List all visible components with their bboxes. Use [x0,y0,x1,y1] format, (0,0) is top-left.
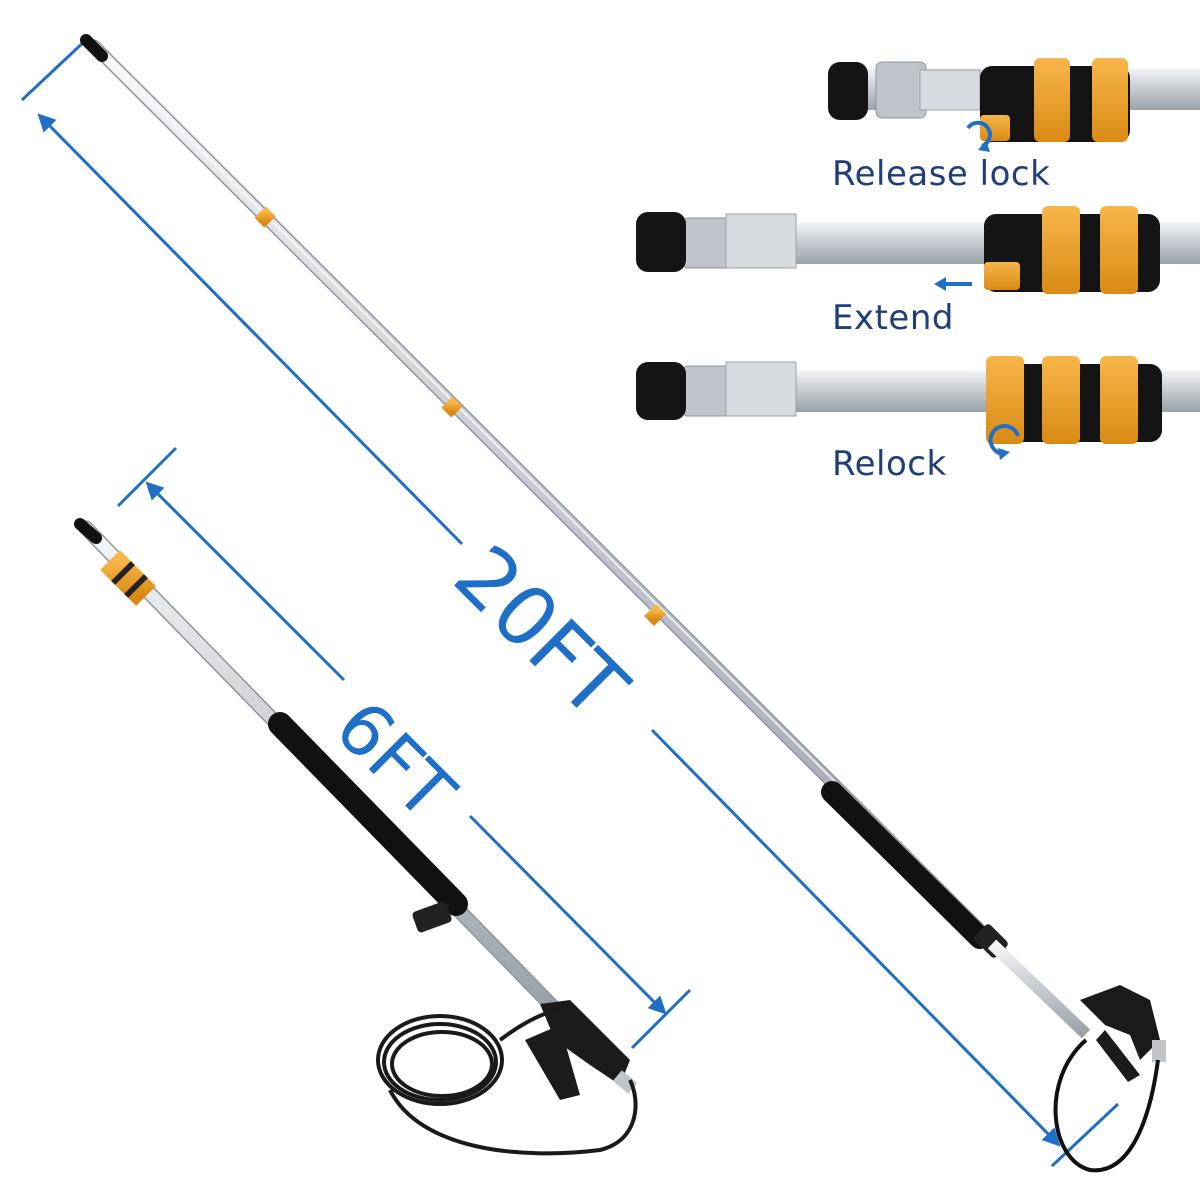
long-dimension-line [20,36,1120,1168]
step-label-extend: Extend [832,298,954,338]
step-label-release-lock: Release lock [832,154,1051,194]
step-relock-illustration [636,356,1200,460]
short-dimension-line [116,446,692,1050]
spray-gun-icon [1080,985,1166,1082]
coiled-hose-icon [376,1008,638,1156]
step-extend-illustration [636,206,1200,294]
extended-pole [80,34,1166,1173]
step-label-relock: Relock [832,444,947,484]
lock-clamp-icon [100,550,156,606]
retracted-pole [74,518,638,1156]
step-release-lock-illustration [828,58,1200,152]
